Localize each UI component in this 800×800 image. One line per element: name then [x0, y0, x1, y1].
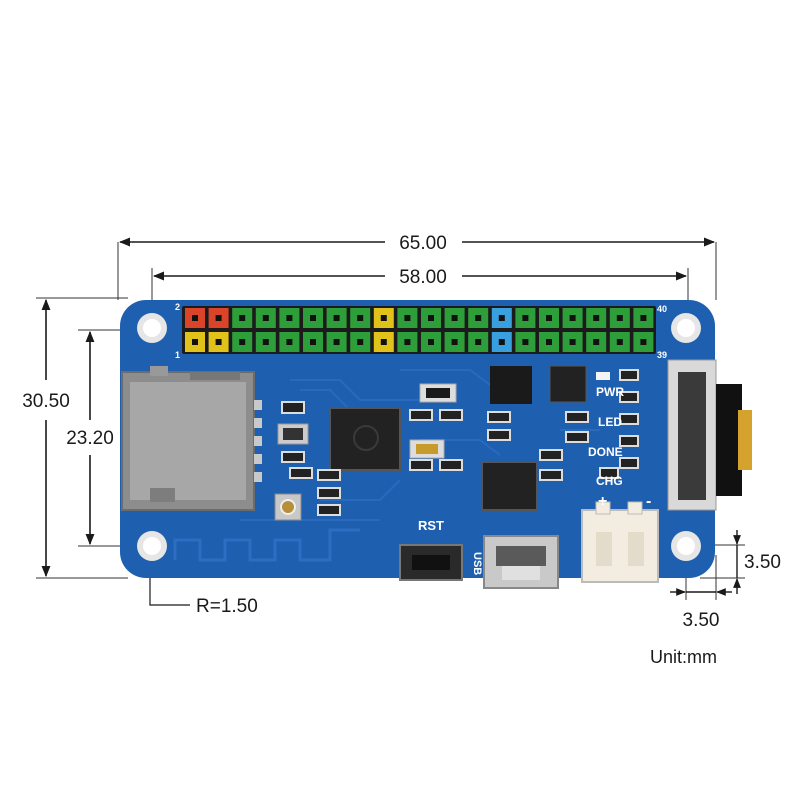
antenna-connector — [274, 493, 302, 521]
gpio-header — [182, 306, 656, 354]
dimension-overall-width: 65.00 — [117, 233, 717, 300]
header-pin-tip — [593, 315, 600, 321]
header-pin-tip — [310, 339, 316, 345]
rst-label: RST — [418, 518, 444, 533]
mounting-hole-top-left — [137, 313, 167, 343]
micro-sd-slot — [121, 366, 262, 511]
header-pin-tip — [522, 315, 529, 321]
header-pin-tip — [380, 315, 387, 321]
header-pin-tip — [357, 315, 364, 321]
header-pin-tip — [428, 315, 434, 321]
overall-width-label: 65.00 — [399, 233, 447, 254]
header-pin-tip — [569, 315, 576, 321]
led-label: LED — [598, 415, 622, 429]
pin-number-2: 2 — [175, 302, 180, 312]
header-pin-tip — [215, 315, 222, 321]
header-pin-tip — [380, 339, 387, 345]
dimension-hole-offset-y: 3.50 — [700, 530, 781, 594]
pwr-label: PWR — [596, 385, 624, 399]
minus-label: - — [646, 493, 651, 510]
header-pin-tip — [593, 339, 600, 345]
header-pin-tip — [192, 315, 198, 321]
pin-number-39: 39 — [657, 350, 667, 360]
header-pin-tip — [616, 315, 623, 321]
header-pin-tip — [475, 339, 482, 345]
overall-height-label: 30.50 — [22, 391, 70, 412]
header-pin-tip — [451, 315, 458, 321]
header-pin-tip — [428, 339, 434, 345]
status-led-labels: PWR LED DONE CHG — [588, 372, 624, 488]
header-pin-tip — [215, 339, 222, 345]
dimension-hole-spacing-height: 23.20 — [66, 329, 150, 547]
done-label: DONE — [588, 445, 623, 459]
mounting-hole-bottom-left — [137, 531, 167, 561]
hole-offset-y-label: 3.50 — [744, 552, 781, 573]
hole-spacing-width-label: 58.00 — [399, 267, 447, 288]
header-pin-tip — [498, 339, 505, 345]
header-pin-tip — [546, 339, 552, 345]
header-pin-tip — [239, 339, 246, 345]
header-pin-tip — [569, 339, 576, 345]
header-pin-tip — [522, 339, 529, 345]
corner-radius-label: R=1.50 — [196, 596, 258, 617]
unit-label: Unit:mm — [650, 647, 717, 667]
header-pin-tip — [546, 315, 552, 321]
header-pin-tip — [192, 339, 198, 345]
pcb-board: 2 1 40 39 — [120, 300, 752, 589]
dimension-overall-height: 30.50 — [22, 297, 128, 579]
header-pin-tip — [286, 339, 293, 345]
battery-connector[interactable] — [581, 501, 659, 583]
pcb-traces — [240, 369, 600, 521]
header-pin-tip — [404, 315, 411, 321]
micro-usb-port[interactable] — [483, 535, 559, 589]
mounting-hole-top-right — [671, 313, 701, 343]
header-pin-tip — [451, 339, 458, 345]
header-pin-tip — [262, 339, 269, 345]
header-pin-tip — [333, 315, 340, 321]
pin-number-1: 1 — [175, 350, 180, 360]
hole-offset-x-label: 3.50 — [683, 610, 720, 631]
header-pin-tip — [475, 315, 482, 321]
header-pin-tip — [498, 315, 505, 321]
esp32-chip — [329, 407, 401, 471]
usb-uart-chip — [481, 461, 538, 511]
header-pin-tip — [616, 339, 623, 345]
header-pin-tip — [404, 339, 411, 345]
usb-label: USB — [471, 552, 483, 575]
plus-label: + — [598, 493, 607, 510]
header-pin-tip — [310, 315, 316, 321]
dimension-hole-spacing-width: 58.00 — [151, 267, 689, 318]
mounting-hole-bottom-right — [671, 531, 701, 561]
header-pin-tip — [262, 315, 269, 321]
header-pin-tip — [239, 315, 246, 321]
header-pin-tip — [357, 339, 364, 345]
fpc-camera-connector — [667, 359, 752, 511]
capacitors — [409, 383, 457, 459]
header-pin-tip — [640, 315, 647, 321]
reset-button[interactable] — [399, 544, 463, 581]
power-ic — [490, 365, 587, 404]
header-pin-tip — [640, 339, 647, 345]
pin-number-40: 40 — [657, 304, 667, 314]
header-pin-tip — [286, 315, 293, 321]
crystal-component — [277, 423, 309, 445]
smd-components — [281, 369, 639, 516]
hole-spacing-height-label: 23.20 — [66, 428, 114, 449]
chg-label: CHG — [596, 474, 623, 488]
header-pin-tip — [333, 339, 340, 345]
pcb-antenna — [173, 528, 360, 562]
